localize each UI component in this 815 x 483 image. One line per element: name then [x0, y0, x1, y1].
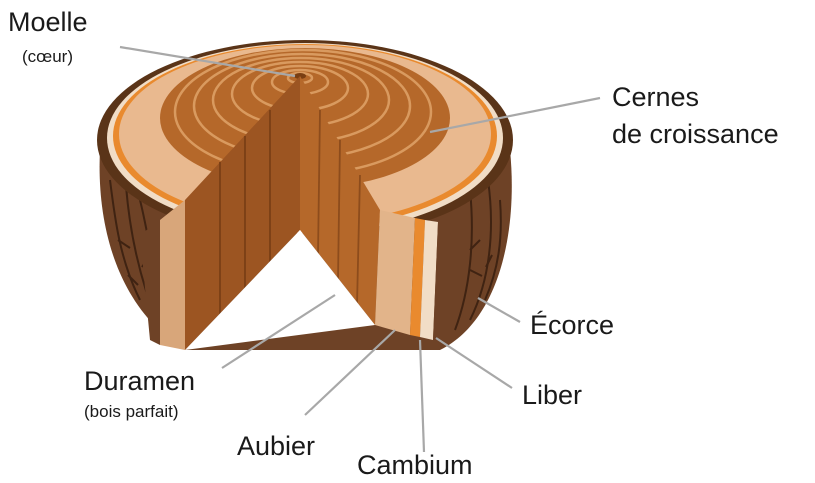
- leader-cambium: [420, 340, 424, 452]
- label-cernes-line2: de croissance: [612, 119, 779, 149]
- label-duramen: Duramen: [84, 366, 195, 396]
- label-moelle: Moelle: [8, 7, 88, 37]
- label-liber: Liber: [522, 380, 582, 410]
- label-aubier: Aubier: [237, 431, 315, 461]
- cut-face-left-sapwood: [160, 200, 185, 350]
- label-cambium: Cambium: [357, 450, 473, 480]
- label-ecorce: Écorce: [530, 310, 614, 340]
- label-duramen-sub: (bois parfait): [84, 402, 178, 421]
- leader-liber: [436, 338, 512, 388]
- label-cernes-line1: Cernes: [612, 82, 699, 112]
- log-illustration: [97, 40, 513, 350]
- cut-face-right-sapwood: [375, 210, 415, 335]
- leader-ecorce: [478, 298, 520, 322]
- label-moelle-sub: (cœur): [22, 47, 73, 66]
